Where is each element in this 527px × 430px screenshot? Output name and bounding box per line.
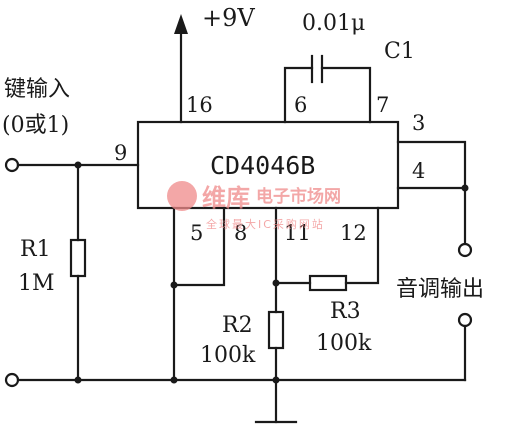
resistor-r1: [69, 163, 87, 382]
input-terminal-bottom: [4, 372, 20, 388]
r1-value: 1M: [18, 271, 55, 296]
input-label: 键输入: [4, 77, 70, 102]
r2-value: 100k: [200, 343, 256, 368]
output-terminal-bottom: [457, 312, 473, 328]
pin-3: 3: [412, 111, 425, 135]
ic-name: CD4046B: [210, 151, 315, 180]
capacitor-value: 0.01μ: [302, 11, 365, 36]
supply-arrow: [174, 14, 188, 124]
supply-label: +9V: [202, 4, 255, 32]
watermark-site: 电子市场网: [256, 186, 341, 207]
capacitor-c1: [283, 54, 372, 124]
pin-4: 4: [412, 159, 425, 183]
watermark: 维库 电子市场网 全球最大IC采购网站: [167, 181, 341, 231]
pins-5-8-wiring: [170, 206, 226, 382]
watermark-logo-icon: [167, 181, 197, 211]
pin-6: 6: [294, 93, 307, 117]
r2-name: R2: [222, 313, 253, 338]
r3-name: R3: [330, 299, 361, 324]
watermark-brand: 维库: [202, 184, 250, 212]
watermark-slogan: 全球最大IC采购网站: [206, 217, 325, 231]
input-sublabel: (0或1): [2, 113, 69, 138]
ground-bus: [16, 376, 467, 384]
output-wiring: [396, 140, 473, 382]
pin-16: 16: [186, 93, 213, 117]
pin-8: 8: [234, 221, 247, 245]
input-terminal-top: [4, 157, 20, 173]
output-terminal-top: [457, 242, 473, 258]
resistor-r2: [267, 206, 285, 382]
pin-5: 5: [190, 221, 203, 245]
pin-9: 9: [114, 141, 127, 165]
output-label: 音调输出: [396, 277, 484, 302]
pin-7: 7: [376, 93, 389, 117]
r3-value: 100k: [316, 331, 372, 356]
ground-symbol: [254, 378, 298, 424]
capacitor-name: C1: [384, 39, 415, 64]
pin-11: 11: [284, 221, 311, 245]
pin-12: 12: [340, 221, 367, 245]
resistor-r3: [274, 206, 380, 292]
r1-name: R1: [20, 237, 51, 262]
